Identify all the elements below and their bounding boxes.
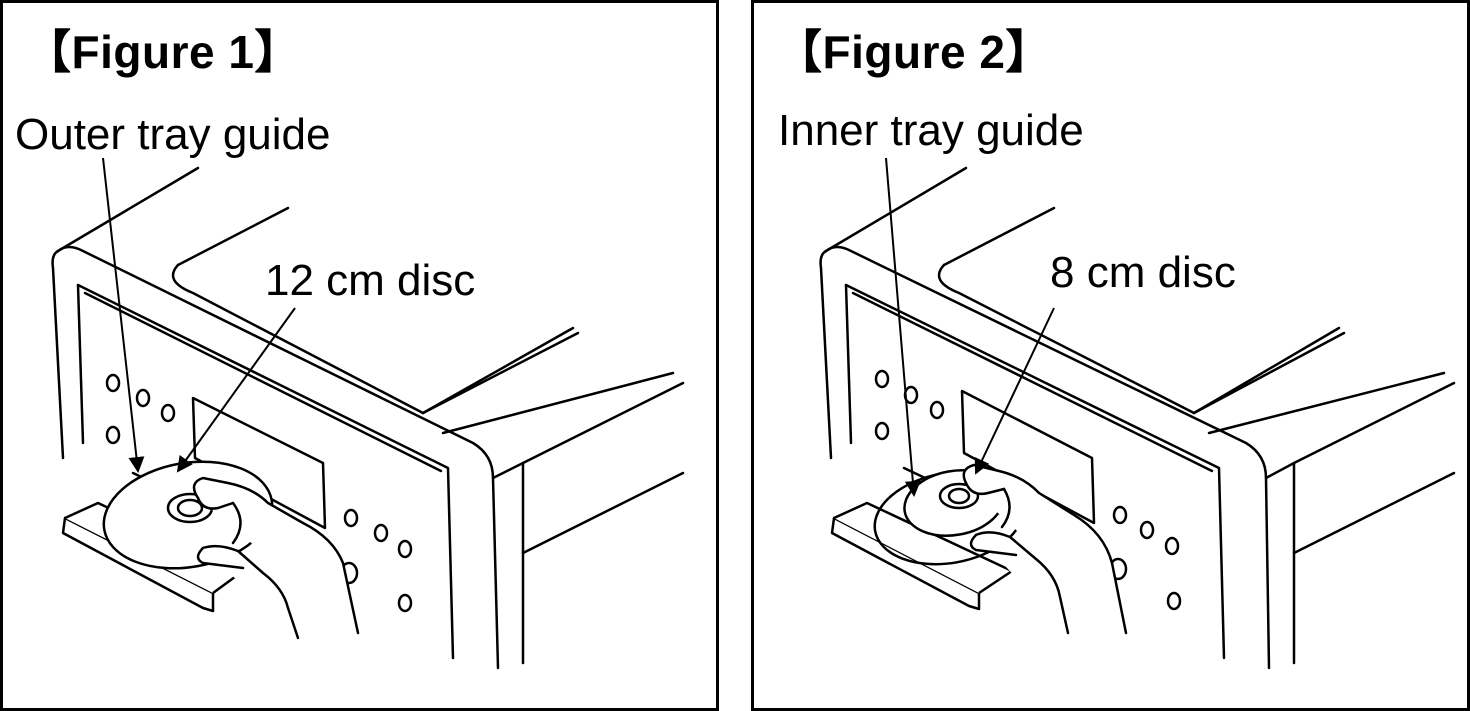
disc-arrow xyxy=(974,307,1055,475)
disc-size-label: 12 cm disc xyxy=(265,256,476,305)
figure-title: 【Figure 1】 xyxy=(25,26,301,78)
display-window xyxy=(191,396,327,530)
figure-2-illustration xyxy=(819,157,1456,670)
figure-title: 【Figure 2】 xyxy=(776,26,1052,78)
inner-tray-guide-label: Inner tray guide xyxy=(778,106,1084,155)
disc-size-label: 8 cm disc xyxy=(1050,248,1236,297)
disc-arrow xyxy=(176,307,296,473)
display-window xyxy=(960,389,1096,525)
faceplate-outline xyxy=(56,245,500,670)
outer-guide-arrow xyxy=(102,157,145,473)
hand xyxy=(192,476,360,640)
hand xyxy=(962,463,1128,635)
chassis-top-back-edge xyxy=(56,166,200,253)
figure-1-panel: 【Figure 1】 Outer tray guide 12 cm disc xyxy=(0,0,719,711)
inner-guide-arrow xyxy=(885,157,921,497)
faceplate-left-edge xyxy=(51,249,65,460)
outer-tray-guide-label: Outer tray guide xyxy=(15,110,331,159)
display-window-frame xyxy=(76,283,455,660)
chassis-top-groove xyxy=(176,206,290,267)
chassis-top-ridge xyxy=(171,263,425,415)
figure-1-illustration xyxy=(51,157,685,670)
front-buttons xyxy=(105,373,413,613)
figure-2-panel: 【Figure 2】 Inner tray guide 8 cm disc xyxy=(751,0,1470,711)
